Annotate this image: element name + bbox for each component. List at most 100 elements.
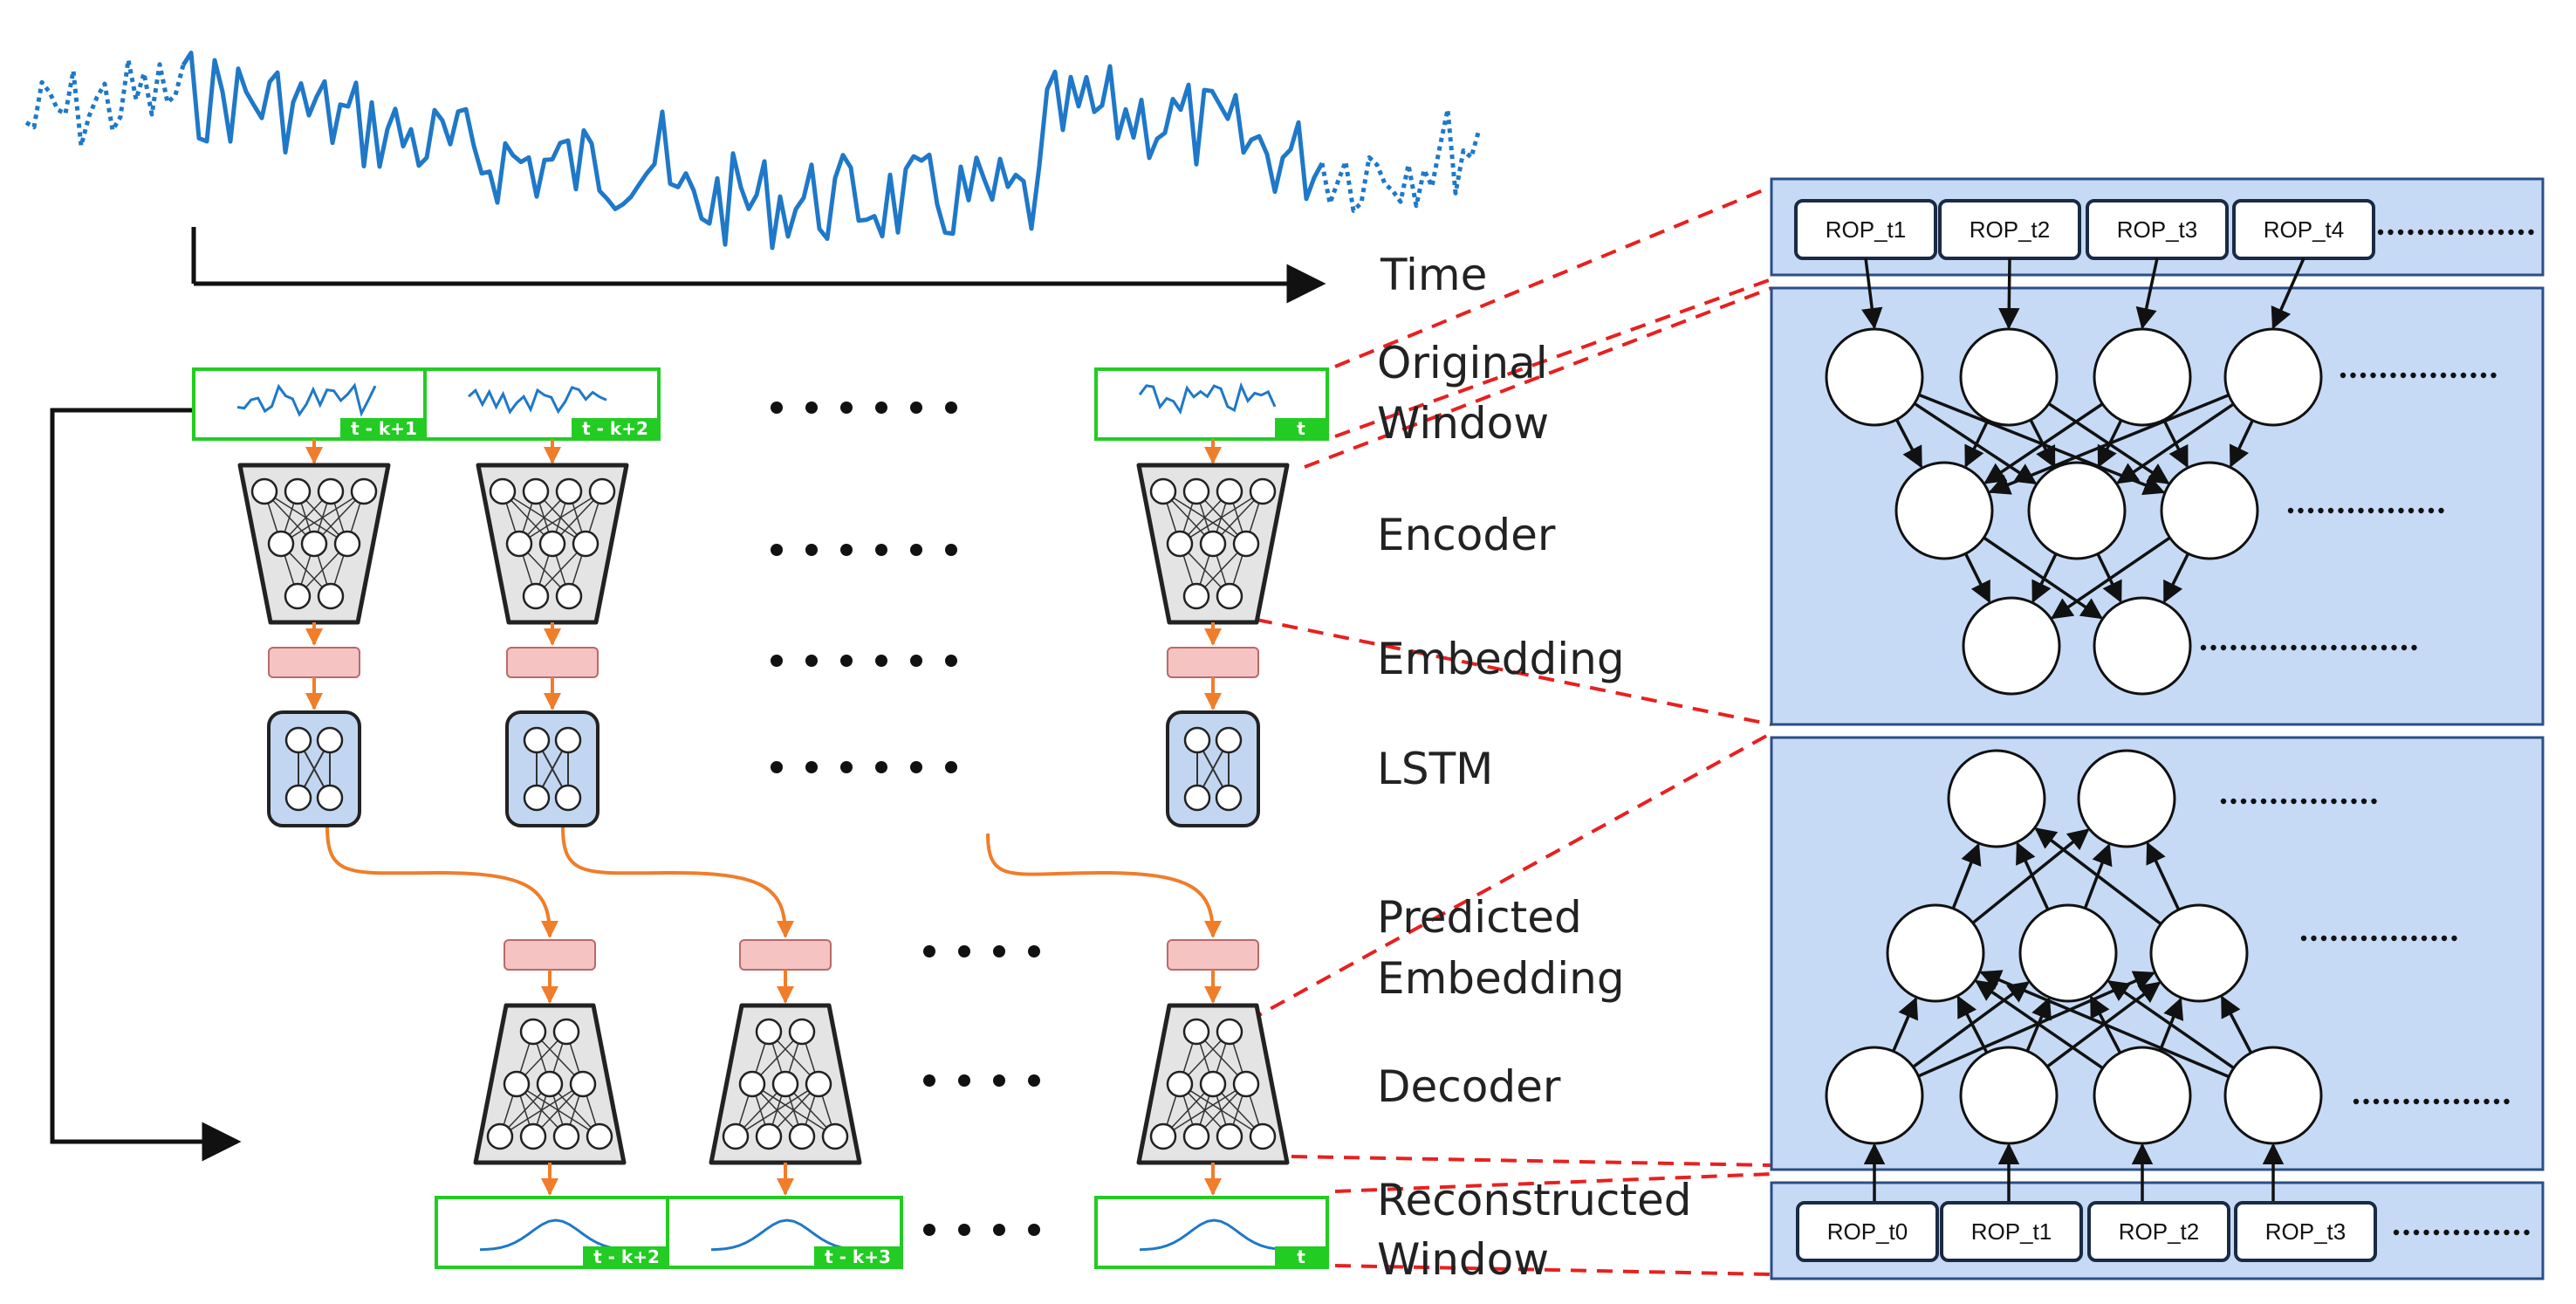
label-reconstructed-1: Reconstructed [1377, 1175, 1692, 1225]
neuron-icon [519, 1122, 547, 1150]
window-tag-bg [583, 1246, 670, 1267]
neuron-icon [1149, 1122, 1177, 1150]
neuron-icon [1249, 1122, 1277, 1150]
window-tag-label: t [1297, 1246, 1305, 1267]
neuron-icon [317, 582, 345, 610]
ellipsis-dots [2393, 1229, 2530, 1236]
neuron-icon [2093, 327, 2192, 427]
signal-dotted-segment [1319, 106, 1482, 213]
signal-dotted-segment [24, 58, 186, 148]
encoder-input-4: ROP_t4 [2232, 199, 2375, 260]
label-time: Time [1380, 250, 1487, 300]
rop-box-frame [1796, 1201, 1939, 1262]
label-original-2: Window [1377, 398, 1549, 449]
decoder-block [473, 1003, 627, 1165]
lstm-to-embedding-arrow [986, 833, 1222, 938]
window-tag-label: t - k+2 [582, 418, 648, 439]
rop-box-label: ROP_t0 [1827, 1218, 1908, 1245]
window-mini-signal [710, 1218, 850, 1252]
connection-arrow [2051, 536, 2171, 620]
connection-arrow [2162, 552, 2190, 604]
neuron-icon [2018, 903, 2118, 1003]
connection-arrow [2016, 841, 2050, 910]
neuron-icon [588, 477, 616, 505]
neuron-icon [1182, 1018, 1210, 1046]
connection-arrow [1971, 828, 2090, 924]
neuron-icon [1183, 726, 1211, 754]
window-tag-label: t - k+3 [825, 1246, 891, 1267]
window-tag-bg [1275, 418, 1327, 439]
neuron-icon [569, 1070, 597, 1098]
neuron-icon [1182, 582, 1210, 610]
connection-arrow [1998, 257, 2020, 330]
neuron-icon [317, 477, 345, 505]
neuron-icon [552, 1122, 580, 1150]
neuron-icon [1166, 530, 1194, 558]
window-tag-label: t - k+1 [351, 418, 417, 439]
time-series-signal [24, 51, 1482, 251]
neuron-icon [536, 1070, 564, 1098]
label-predicted-2: Embedding [1377, 953, 1625, 1004]
connection-arrow [1988, 394, 2230, 495]
connection-arrow [1912, 981, 2031, 1068]
time-axis [191, 227, 1326, 304]
decoder-output-3: ROP_t2 [2087, 1201, 2230, 1262]
connection-arrow [2229, 419, 2254, 468]
ellipsis-dots [2377, 229, 2534, 236]
rop-box-label: ROP_t2 [1970, 216, 2051, 243]
label-encoder: Encoder [1377, 510, 1556, 560]
neuron-icon [284, 784, 312, 812]
feedback-arrow [50, 408, 242, 1162]
reconstructed-window-2: t - k+3 [666, 1196, 903, 1269]
original-window-1: t - k+1 [192, 367, 429, 441]
lstm-cell [505, 710, 599, 827]
encoder-block [237, 463, 391, 625]
neuron-icon [503, 1070, 531, 1098]
rop-box-frame [2087, 1201, 2230, 1262]
window-tag-bg [1275, 1246, 1327, 1267]
window-frame [423, 367, 661, 441]
decoder-output-2: ROP_t1 [1940, 1201, 2083, 1262]
neuron-icon [2077, 749, 2176, 848]
neuron-icon [1886, 903, 1985, 1003]
neuron-icon [554, 726, 582, 754]
label-original-1: Original [1377, 338, 1548, 388]
decoder-block [709, 1003, 862, 1165]
connection-arrow [1894, 418, 1923, 469]
neuron-icon [1216, 1018, 1243, 1046]
rop-box-label: ROP_t1 [1826, 216, 1907, 243]
neuron-icon [555, 582, 583, 610]
neuron-icon [738, 1070, 766, 1098]
neuron-icon [586, 1122, 613, 1150]
neuron-icon [771, 1070, 799, 1098]
ellipsis-dots [2200, 644, 2417, 651]
neuron-icon [1166, 1070, 1194, 1098]
decoder-block [1136, 1003, 1290, 1165]
neuron-icon [788, 1018, 816, 1046]
neuron-icon [1959, 1046, 2059, 1145]
neuron-icon [1215, 784, 1243, 812]
connection-arrow [1963, 552, 1991, 604]
connection-arrow [1983, 536, 2103, 620]
neuron-icon [316, 726, 344, 754]
ellipsis-dots [2287, 507, 2444, 514]
neuron-icon [489, 477, 517, 505]
embedding-block-icon [739, 939, 832, 971]
embedding-block-icon [504, 939, 596, 971]
neuron-icon [1249, 477, 1277, 505]
neuron-icon [2149, 903, 2249, 1003]
lstm-cell [1166, 710, 1260, 827]
window-mini-signal [1138, 381, 1277, 415]
ellipsis-dots [2220, 798, 2377, 805]
rop-box-label: ROP_t4 [2264, 216, 2345, 243]
rop-box-label: ROP_t3 [2117, 216, 2198, 243]
neuron-icon [2160, 461, 2259, 560]
embedding-block-icon [1167, 647, 1259, 678]
neuron-icon [788, 1122, 816, 1150]
lstm-to-embedding-arrow [325, 827, 558, 938]
rop-box-label: ROP_t2 [2119, 1218, 2200, 1245]
neuron-icon [522, 582, 550, 610]
neuron-icon [554, 784, 582, 812]
